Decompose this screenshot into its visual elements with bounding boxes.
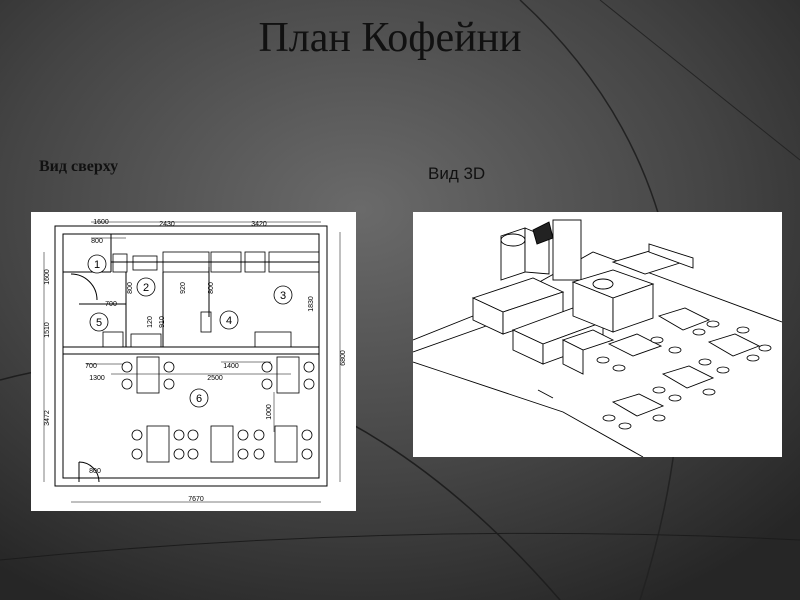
chairs [121, 361, 315, 460]
room-number: 5 [96, 317, 102, 329]
dimension-label: 1400 [223, 363, 239, 370]
dimension-label: 700 [85, 363, 97, 370]
room-number: 1 [94, 259, 100, 271]
dimension-label: 910 [159, 316, 166, 328]
dimension-label: 1000 [266, 404, 273, 420]
dimension-label: 120 [147, 316, 154, 328]
dimension-label: 2430 [159, 221, 175, 228]
slide-title: План Кофейни [258, 15, 522, 61]
floor-plan-drawing: 1 2 3 4 5 6 1600 2430 3420 800 700 1600 … [43, 219, 347, 503]
dimension-label: 1300 [89, 375, 105, 382]
dimension-labels: 1600 2430 3420 800 700 1600 800 920 800 … [44, 219, 347, 503]
cafe-tables [136, 356, 300, 463]
dimension-label: 3420 [251, 221, 267, 228]
dimension-label: 7670 [188, 496, 204, 503]
dimension-label: 6800 [340, 350, 347, 366]
dimension-label: 800 [127, 282, 134, 294]
kitchen-equipment [102, 251, 320, 348]
caption-top-view: Вид сверху [39, 158, 119, 175]
dimension-label: 3472 [44, 410, 51, 426]
room-number: 3 [280, 290, 286, 302]
room-number: 4 [226, 315, 232, 327]
dimension-label: 2500 [207, 375, 223, 382]
iso-kitchen-block [471, 219, 694, 375]
dimension-label: 800 [91, 238, 103, 245]
dimension-label: 800 [89, 468, 101, 475]
3d-view-illustration [413, 212, 782, 457]
dimension-label: 1600 [44, 269, 51, 285]
dimension-label: 1830 [308, 296, 315, 312]
room-number: 2 [143, 282, 149, 294]
caption-3d-view: Вид 3D [428, 164, 486, 183]
room-number: 6 [196, 393, 202, 405]
dimension-label: 700 [105, 301, 117, 308]
room-markers [87, 254, 293, 408]
room-numbers: 1 2 3 4 5 6 [94, 259, 286, 405]
isometric-drawing [413, 219, 782, 457]
dimension-label: 1510 [44, 322, 51, 338]
dimension-label: 800 [208, 282, 215, 294]
iso-chairs [596, 320, 772, 430]
dimension-label: 1600 [93, 219, 109, 226]
dimension-label: 920 [180, 282, 187, 294]
dimension-lines [43, 221, 341, 503]
top-view-floor-plan: 1 2 3 4 5 6 1600 2430 3420 800 700 1600 … [31, 212, 356, 511]
iso-tables [607, 307, 761, 417]
